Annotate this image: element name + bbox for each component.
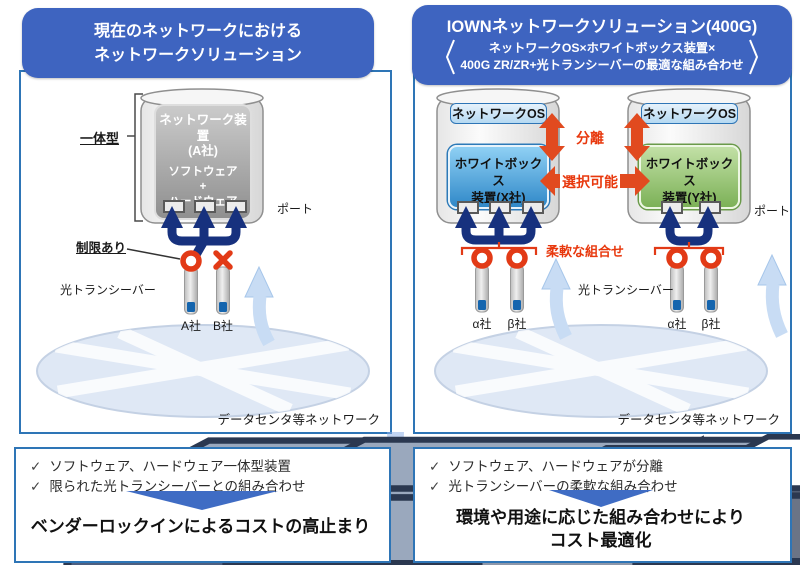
- selectable-label: 選択可能: [560, 172, 620, 192]
- whitebox-device-x: ホワイトボックス 装置(X社): [448, 145, 549, 214]
- down-triangle-icon: [126, 491, 278, 510]
- right-summary-point-1: ✓ソフトウェア、ハードウェアが分離: [429, 459, 663, 474]
- network-os-box-y: ネットワークOS: [641, 103, 738, 124]
- down-triangle-icon: [549, 490, 653, 507]
- network-device-box: ネットワーク装置 (A社) ソフトウェア + ハードウェア: [154, 104, 252, 220]
- device-name-line2: (A社): [188, 144, 218, 159]
- check-icon: ✓: [429, 479, 441, 495]
- separation-label: 分離: [576, 130, 604, 146]
- whitebox-x-line1: ホワイトボックス: [454, 157, 543, 188]
- right-header-title: IOWNネットワークソリューション(400G): [446, 18, 758, 36]
- angle-bracket-left-icon: [446, 39, 456, 75]
- right-network-label: データセンタ等ネットワーク: [617, 413, 780, 427]
- port: [661, 201, 683, 214]
- device-name-line1: ネットワーク装置: [159, 113, 247, 143]
- check-icon: ✓: [30, 459, 42, 474]
- check-icon: ✓: [429, 459, 441, 474]
- device-software-label: ソフトウェア: [168, 165, 238, 178]
- vendor-beta-label-x: β社: [507, 317, 527, 331]
- right-port-label: ポート: [754, 204, 791, 218]
- restriction-label: 制限あり: [76, 241, 127, 255]
- port: [194, 200, 216, 213]
- vendor-alpha-label-x: α社: [472, 317, 492, 331]
- angle-bracket-right-icon: [748, 39, 758, 75]
- port: [699, 201, 721, 214]
- whitebox-device-y: ホワイトボックス 装置(Y社): [639, 145, 740, 214]
- port: [457, 201, 479, 214]
- left-port-label: ポート: [277, 202, 314, 216]
- left-panel-header: 現在のネットワークにおける ネットワークソリューション: [22, 8, 374, 78]
- port: [522, 201, 544, 214]
- left-network-label: データセンタ等ネットワーク: [217, 413, 380, 427]
- vendor-b-label: B社: [212, 319, 233, 333]
- vendor-alpha-label-y: α社: [667, 317, 687, 331]
- right-conclusion: 環境や用途に応じた組み合わせにより コスト最適化: [456, 508, 745, 550]
- right-header-sub2: 400G ZR/ZR+光トランシーバーの最適な組み合わせ: [460, 58, 744, 72]
- port: [225, 200, 247, 213]
- left-header-line2: ネットワークソリューション: [94, 47, 302, 64]
- left-header-line1: 現在のネットワークにおける: [93, 23, 302, 40]
- network-os-box-x: ネットワークOS: [450, 103, 547, 124]
- right-panel-header: IOWNネットワークソリューション(400G) ネットワークOS×ホワイトボック…: [412, 5, 792, 85]
- port: [489, 201, 511, 214]
- left-summary-point-1: ✓ソフトウェア、ハードウェア一体型装置: [30, 459, 291, 474]
- flexible-label: 柔軟な組合せ: [546, 244, 625, 259]
- integrated-label: 一体型: [80, 131, 120, 146]
- whitebox-y-line1: ホワイトボックス: [645, 157, 734, 188]
- vendor-a-label: A社: [180, 319, 201, 333]
- whitebox-y-line2: 装置(Y社): [662, 190, 717, 205]
- port: [163, 200, 185, 213]
- right-transceiver-label: 光トランシーバー: [578, 283, 674, 297]
- check-icon: ✓: [30, 479, 42, 495]
- left-conclusion: ベンダーロックインによるコストの高止まり: [30, 517, 371, 536]
- device-plus-label: +: [199, 180, 207, 193]
- vendor-beta-label-y: β社: [701, 317, 721, 331]
- left-transceiver-label: 光トランシーバー: [60, 283, 156, 297]
- right-header-sub1: ネットワークOS×ホワイトボックス装置×: [488, 40, 716, 55]
